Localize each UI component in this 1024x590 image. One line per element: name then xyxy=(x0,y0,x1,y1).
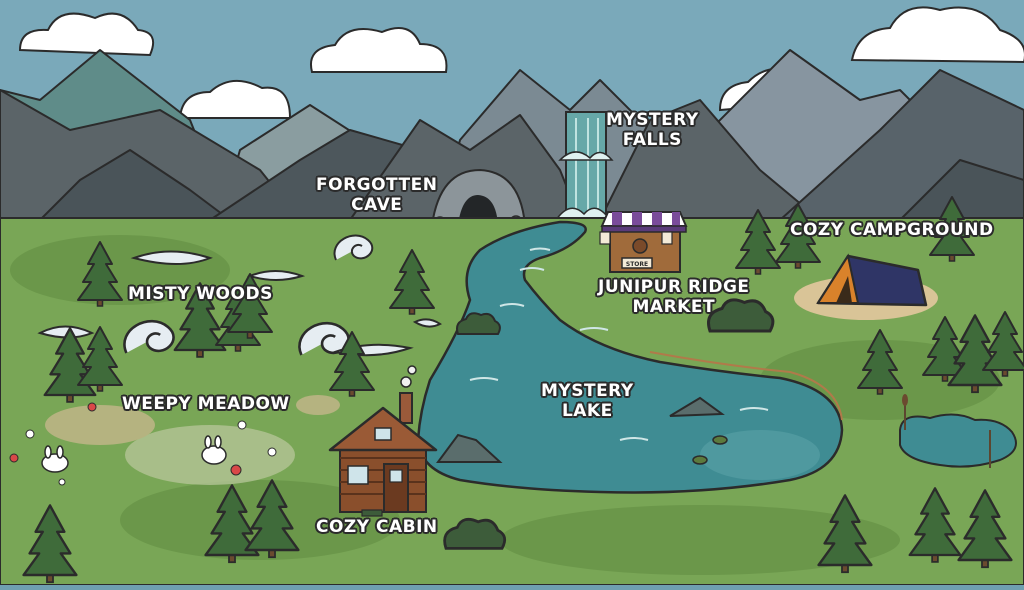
label-line: COZY CAMPGROUND xyxy=(790,220,994,240)
lake-rock xyxy=(436,433,503,463)
market-stand[interactable]: STORE xyxy=(599,211,688,273)
waterfall xyxy=(554,111,614,221)
label-line: MISTY WOODS xyxy=(128,284,273,304)
label-line: MYSTERY xyxy=(606,110,699,130)
mountains xyxy=(0,49,1024,221)
label-line: FORGOTTEN xyxy=(316,175,438,195)
label-junipur-ridge-market[interactable]: JUNIPUR RIDGE MARKET xyxy=(598,277,750,318)
label-line: MARKET xyxy=(632,297,716,318)
label-misty-woods[interactable]: MISTY WOODS xyxy=(128,284,273,304)
tent[interactable] xyxy=(816,253,928,307)
lily-pads xyxy=(692,435,728,465)
cabin[interactable] xyxy=(328,365,438,517)
bunny[interactable] xyxy=(41,445,69,473)
label-cozy-campground[interactable]: COZY CAMPGROUND xyxy=(790,220,994,240)
label-line: MYSTERY xyxy=(541,381,634,401)
label-line: JUNIPUR RIDGE xyxy=(598,277,750,297)
label-line: FALLS xyxy=(622,130,682,151)
store-sign: STORE xyxy=(626,261,648,268)
flowers xyxy=(9,402,277,486)
label-mystery-falls[interactable]: MYSTERY FALLS xyxy=(606,110,699,151)
label-line: WEEPY MEADOW xyxy=(122,394,290,414)
mist-swirls xyxy=(37,234,442,357)
pond xyxy=(899,394,1017,468)
label-weepy-meadow[interactable]: WEEPY MEADOW xyxy=(122,394,290,414)
lake-rock xyxy=(669,396,725,417)
label-line: COZY CABIN xyxy=(316,517,438,537)
bunny[interactable] xyxy=(201,435,227,465)
label-line: LAKE xyxy=(561,401,613,422)
label-mystery-lake[interactable]: MYSTERY LAKE xyxy=(541,381,634,422)
label-line: CAVE xyxy=(351,195,403,216)
label-forgotten-cave[interactable]: FORGOTTEN CAVE xyxy=(316,175,437,216)
label-cozy-cabin[interactable]: COZY CABIN xyxy=(316,517,438,537)
river-lake[interactable] xyxy=(416,220,844,494)
